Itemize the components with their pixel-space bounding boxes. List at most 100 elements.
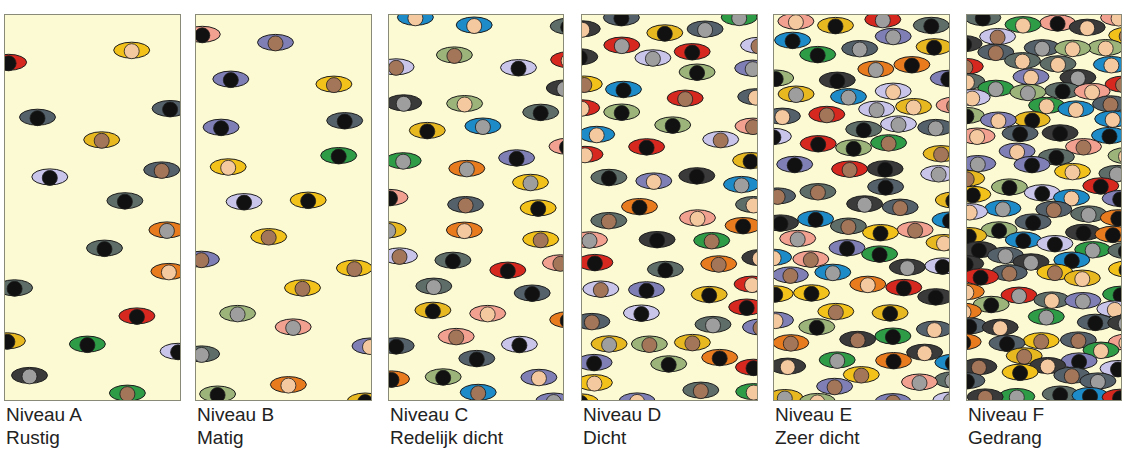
- pedestrian: [619, 393, 655, 401]
- pedestrian: [743, 319, 759, 336]
- pedestrian: [352, 338, 372, 355]
- pedestrian: [774, 108, 800, 125]
- pedestrian: [724, 176, 759, 193]
- pedestrian: [521, 369, 557, 386]
- pedestrian: [902, 374, 938, 391]
- pedestrian: [936, 97, 950, 114]
- pedestrian: [655, 117, 691, 133]
- pedestrian: [930, 70, 950, 87]
- pedestrian: [967, 373, 985, 390]
- pedestrian: [5, 333, 25, 350]
- pedestrian: [843, 367, 879, 384]
- pedestrian: [872, 305, 908, 322]
- pedestrian: [999, 389, 1035, 402]
- pedestrian: [582, 313, 610, 330]
- pedestrian: [210, 159, 246, 176]
- pedestrian: [336, 260, 372, 277]
- pedestrian: [667, 90, 703, 107]
- pedestrian: [680, 210, 716, 227]
- pedestrian: [735, 60, 758, 77]
- pedestrian: [5, 280, 33, 297]
- pedestrian: [107, 193, 143, 210]
- pedestrian: [896, 99, 932, 116]
- pedestrian: [1093, 57, 1122, 74]
- pedestrian: [1065, 293, 1101, 310]
- pedestrian: [447, 96, 483, 113]
- pedestrian: [436, 47, 472, 64]
- pedestrian: [499, 150, 535, 167]
- pedestrian: [87, 240, 123, 257]
- pedestrian: [798, 211, 834, 228]
- pedestrian: [549, 138, 564, 155]
- pedestrian: [270, 377, 306, 394]
- pedestrian: [774, 215, 799, 232]
- pedestrian: [551, 52, 564, 68]
- pedestrian: [1100, 210, 1122, 227]
- pedestrian: [985, 200, 1021, 217]
- walkway-area: [388, 14, 564, 401]
- pedestrian: [438, 328, 474, 345]
- pedestrian: [815, 264, 851, 281]
- walkway-area: [773, 14, 950, 401]
- level-name: Niveau A: [4, 403, 82, 426]
- pedestrian: [967, 389, 1003, 401]
- pedestrian: [550, 18, 564, 35]
- pedestrian: [967, 303, 982, 320]
- pedestrian: [425, 369, 461, 386]
- level-caption: Niveau CRedelijk dicht: [388, 403, 503, 449]
- pedestrian: [967, 170, 985, 187]
- pedestrian: [1023, 333, 1059, 350]
- pedestrian: [389, 248, 418, 265]
- density-panel: Niveau CRedelijk dicht: [388, 14, 564, 460]
- pedestrian: [582, 254, 613, 271]
- pedestrian: [582, 126, 615, 143]
- pedestrian: [636, 173, 672, 190]
- pedestrian: [926, 235, 950, 252]
- pedestrian: [967, 58, 983, 75]
- pedestrian: [5, 54, 27, 71]
- pedestrian: [800, 136, 836, 153]
- pedestrian: [932, 212, 950, 229]
- pedestrian: [84, 132, 120, 149]
- pedestrian: [623, 305, 659, 322]
- pedestrian: [777, 156, 813, 173]
- pedestrian: [868, 179, 904, 196]
- pedestrian: [196, 346, 220, 363]
- pedestrian: [582, 49, 598, 66]
- pedestrians-illustration: [774, 15, 950, 401]
- pedestrian: [967, 156, 996, 173]
- pedestrian: [935, 354, 950, 371]
- level-name: Niveau D: [581, 403, 661, 426]
- pedestrian: [416, 278, 452, 295]
- pedestrian: [794, 285, 830, 302]
- pedestrian: [389, 222, 406, 239]
- pedestrian: [875, 83, 911, 100]
- pedestrian: [736, 384, 758, 401]
- pedestrian: [151, 263, 181, 280]
- pedestrian: [847, 196, 883, 213]
- pedestrian: [651, 356, 687, 373]
- level-name: Niveau F: [966, 403, 1044, 426]
- pedestrian: [859, 101, 895, 118]
- pedestrian: [774, 335, 809, 352]
- pedestrian: [1108, 315, 1122, 332]
- pedestrians-illustration: [5, 15, 181, 401]
- pedestrian: [501, 60, 537, 77]
- pedestrian: [876, 353, 912, 370]
- pedestrian: [871, 135, 907, 152]
- pedestrian: [1102, 389, 1122, 401]
- pedestrian: [415, 302, 451, 319]
- pedestrian: [738, 89, 758, 106]
- pedestrian: [918, 289, 950, 306]
- pedestrian: [582, 354, 612, 371]
- pedestrian: [389, 189, 408, 206]
- pedestrian: [1093, 96, 1123, 113]
- pedestrian: [1080, 373, 1116, 390]
- pedestrian: [674, 44, 710, 61]
- pedestrian: [774, 249, 792, 266]
- pedestrian: [604, 37, 640, 54]
- pedestrian: [800, 46, 836, 63]
- pedestrian: [1095, 111, 1122, 128]
- pedestrian: [701, 256, 737, 272]
- pedestrian: [582, 394, 599, 401]
